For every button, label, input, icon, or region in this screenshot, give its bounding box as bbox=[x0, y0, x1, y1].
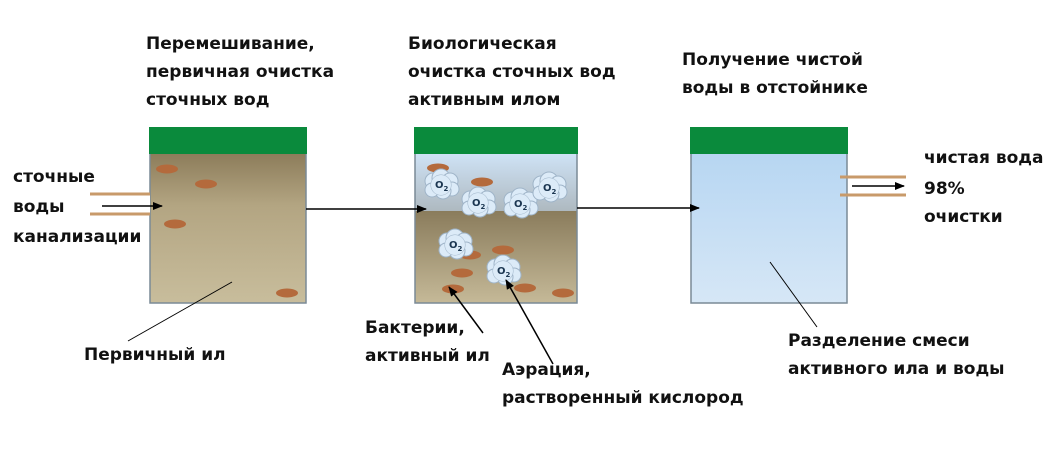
oxygen-bubble: O2 bbox=[486, 254, 522, 286]
stage1-title: Перемешивание, первичная очистка сточных… bbox=[146, 34, 335, 110]
outlet-percent: 98% bbox=[924, 179, 965, 199]
tank-settling-lid bbox=[690, 127, 848, 154]
stage3-title: Получение чистой воды в отстойнике bbox=[682, 50, 868, 98]
outlet-label: чистая вода bbox=[924, 148, 1044, 168]
oxygen-bubble: O2 bbox=[503, 187, 539, 219]
inlet-pipe bbox=[90, 192, 163, 216]
oxygen-bubble: O2 bbox=[461, 186, 497, 218]
bacteria-label: Бактерии, активный ил bbox=[365, 318, 490, 366]
sludge-particles bbox=[156, 164, 298, 298]
inlet-label: сточные воды канализации bbox=[13, 167, 142, 247]
outlet-pipe bbox=[840, 175, 906, 197]
separation-leader bbox=[769, 261, 818, 328]
oxygen-bubble: O2 bbox=[438, 228, 474, 260]
stage2-title: Биологическая очистка сточных вод активн… bbox=[408, 34, 616, 110]
oxygen-bubble: O2 bbox=[424, 168, 460, 200]
tank-settling bbox=[690, 127, 848, 304]
tank-primary-lid bbox=[149, 127, 307, 154]
bacteria-leader bbox=[448, 286, 484, 334]
tank-aeration-lid bbox=[414, 127, 578, 154]
aeration-leader bbox=[505, 279, 554, 365]
primary-sludge-label: Первичный ил bbox=[84, 345, 226, 365]
outlet-suffix: очистки bbox=[924, 207, 1003, 227]
tank-primary bbox=[149, 127, 307, 304]
separation-label: Разделение смеси активного ила и воды bbox=[788, 331, 1005, 379]
aeration-label: Аэрация, растворенный кислород bbox=[502, 360, 744, 408]
primary-sludge-leader bbox=[127, 281, 233, 342]
oxygen-bubble: O2 bbox=[532, 171, 568, 203]
